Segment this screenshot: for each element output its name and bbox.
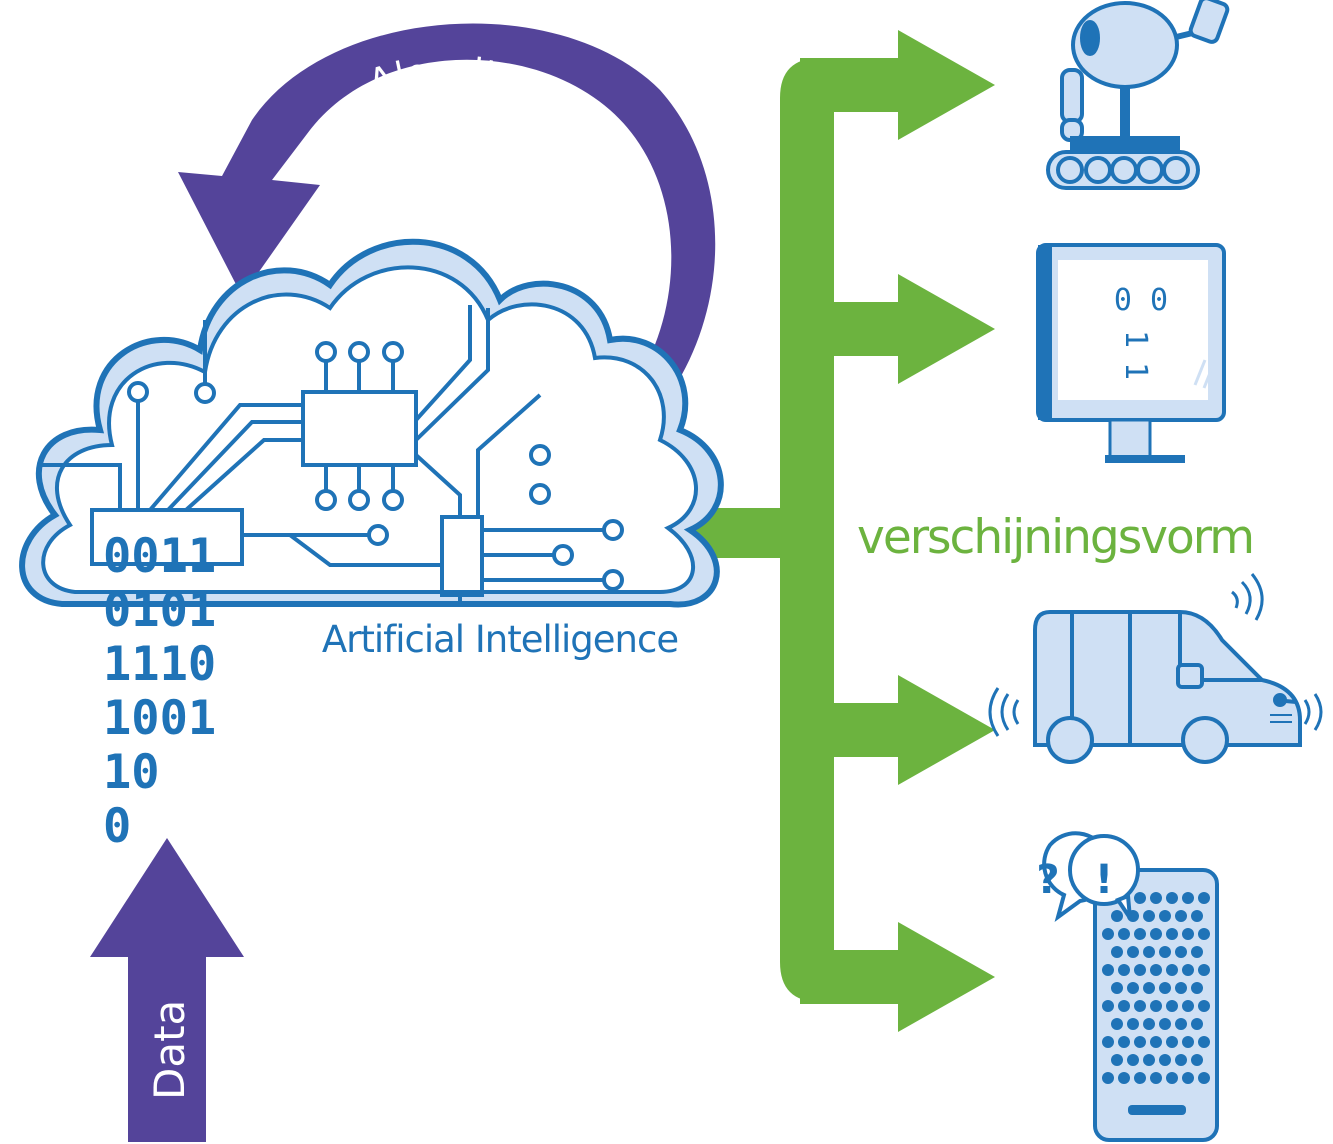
binary-stream: 0011 0101 1110 1001 10 0 <box>103 529 216 854</box>
speaker-dot <box>1191 982 1203 994</box>
speaker-dot <box>1127 946 1139 958</box>
speaker-dot <box>1191 1054 1203 1066</box>
speaker-dot <box>1127 982 1139 994</box>
speaker-dot <box>1143 1018 1155 1030</box>
speaker-dot <box>1159 982 1171 994</box>
appearance-label: verschijningsvorm <box>857 510 1253 565</box>
speaker-dot <box>1191 1018 1203 1030</box>
speaker-dot <box>1150 964 1162 976</box>
speaker-dot <box>1102 928 1114 940</box>
ai-cloud: Artificial Intelligence <box>19 238 724 661</box>
speaker-dot <box>1143 982 1155 994</box>
screen-chin: 1 <box>1118 362 1153 380</box>
speaker-dot <box>1198 928 1210 940</box>
circuit-board <box>42 305 605 604</box>
speaker-dot <box>1111 1018 1123 1030</box>
screen-eyes: 0 0 <box>1114 283 1168 318</box>
speaker-dot <box>1198 1072 1210 1084</box>
binary-line: 10 <box>103 745 160 800</box>
speaker-dot <box>1182 1036 1194 1048</box>
speaker-dot <box>1134 1036 1146 1048</box>
speaker-dot <box>1166 1000 1178 1012</box>
speaker-dot <box>1102 1036 1114 1048</box>
speaker-dot <box>1134 1072 1146 1084</box>
speaker-dot <box>1134 928 1146 940</box>
speaker-dot <box>1166 964 1178 976</box>
speaker-dot <box>1182 892 1194 904</box>
speaker-dot <box>1134 1000 1146 1012</box>
appearance-branch-arrows <box>680 30 995 1032</box>
speaker-dot <box>1111 910 1123 922</box>
speaker-dot <box>1182 928 1194 940</box>
speaker-dot <box>1166 928 1178 940</box>
speaker-dot <box>1159 1018 1171 1030</box>
speaker-dot <box>1150 1072 1162 1084</box>
speaker-dot <box>1102 1000 1114 1012</box>
speaker-dot <box>1191 946 1203 958</box>
speaker-dot <box>1182 1072 1194 1084</box>
speaker-dot <box>1118 1072 1130 1084</box>
speaker-dot <box>1198 892 1210 904</box>
speaker-dot <box>1143 1054 1155 1066</box>
speaker-dot <box>1111 1054 1123 1066</box>
ai-label: Artificial Intelligence <box>322 618 678 661</box>
data-arrow: Data <box>90 838 244 1142</box>
speaker-dot <box>1127 1054 1139 1066</box>
speaker-dot <box>1150 1000 1162 1012</box>
speaker-dot <box>1198 964 1210 976</box>
question-mark-icon: ? <box>1036 857 1059 903</box>
speaker-dot <box>1198 1000 1210 1012</box>
speaker-dot <box>1134 892 1146 904</box>
speech-bubbles: ? ! <box>1036 831 1140 922</box>
speaker-dot <box>1143 946 1155 958</box>
speaker-dot <box>1111 946 1123 958</box>
speaker-dot <box>1150 928 1162 940</box>
speaker-dot <box>1134 964 1146 976</box>
speaker-dot <box>1175 982 1187 994</box>
circuit-nodes <box>127 341 624 591</box>
speaker-dot <box>1159 946 1171 958</box>
binary-line: 1001 <box>103 691 216 746</box>
monitor-icon: 0 0 1 1 <box>1036 243 1226 463</box>
speaker-dot <box>1191 910 1203 922</box>
binary-line: 0011 <box>103 529 216 584</box>
speaker-dot <box>1175 1018 1187 1030</box>
speaker-dot <box>1175 946 1187 958</box>
speaker-dot <box>1150 1036 1162 1048</box>
speaker-dot <box>1159 1054 1171 1066</box>
speaker-dot <box>1166 1036 1178 1048</box>
exclamation-mark-icon: ! <box>1095 857 1113 903</box>
speaker-dot <box>1102 1072 1114 1084</box>
speaker-dot <box>1127 1018 1139 1030</box>
speaker-dot <box>1166 892 1178 904</box>
speaker-dot <box>1166 1072 1178 1084</box>
speaker-dot <box>1198 1036 1210 1048</box>
speaker-dot <box>1102 964 1114 976</box>
data-label: Data <box>145 1000 194 1100</box>
speaker-dot <box>1150 892 1162 904</box>
speaker-dot <box>1175 1054 1187 1066</box>
speaker-dot <box>1118 964 1130 976</box>
self-driving-van-icon <box>988 573 1323 764</box>
binary-line: 0 <box>103 799 131 854</box>
binary-line: 0101 <box>103 583 216 638</box>
speaker-dot <box>1159 910 1171 922</box>
speaker-grille <box>1102 892 1210 1084</box>
speaker-dot <box>1175 910 1187 922</box>
smart-speaker-icon: ? ! <box>1036 831 1219 1142</box>
speaker-dot <box>1182 964 1194 976</box>
binary-line: 1110 <box>103 637 216 692</box>
speaker-dot <box>1111 982 1123 994</box>
speaker-dot <box>1143 910 1155 922</box>
speaker-dot <box>1118 928 1130 940</box>
speaker-dot <box>1118 1000 1130 1012</box>
speaker-dot <box>1182 1000 1194 1012</box>
speaker-dot <box>1118 1036 1130 1048</box>
screen-mouth: 1 <box>1118 330 1153 348</box>
robot-icon <box>1046 0 1230 190</box>
